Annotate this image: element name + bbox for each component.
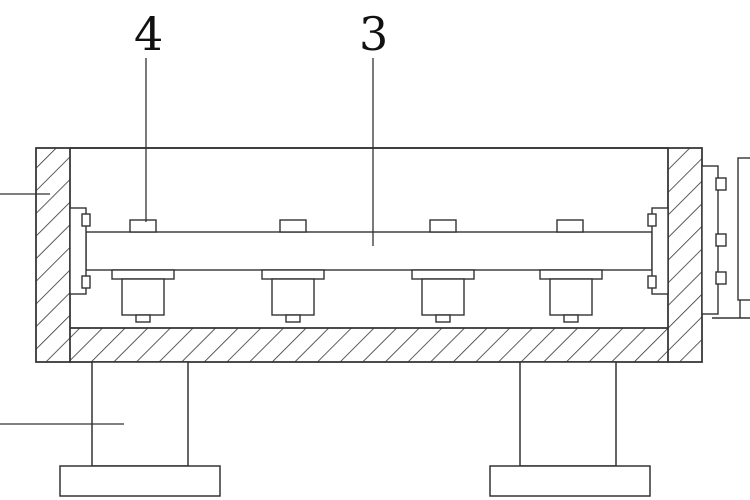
shaft-pin bbox=[129, 219, 157, 233]
shaft-assembly bbox=[69, 207, 669, 295]
bearing-block bbox=[111, 269, 175, 323]
left-leg bbox=[91, 361, 189, 467]
left-flange-bolt-bottom bbox=[81, 275, 91, 289]
left-foot bbox=[59, 465, 221, 497]
support-legs bbox=[59, 361, 651, 497]
bearing-block bbox=[539, 269, 603, 323]
left-flange bbox=[69, 207, 87, 295]
motor-bolt bbox=[715, 177, 727, 191]
shaft-pins bbox=[129, 219, 584, 233]
shaft-pin bbox=[279, 219, 307, 233]
shaft-pin bbox=[429, 219, 457, 233]
part-label-4: 4 bbox=[134, 7, 163, 61]
bearing-blocks bbox=[111, 269, 603, 323]
right-flange bbox=[651, 207, 669, 295]
side-motor bbox=[701, 157, 750, 319]
housing-left-wall bbox=[35, 147, 71, 363]
motor-bolt bbox=[715, 271, 727, 285]
shaft bbox=[85, 231, 653, 271]
bearing-block bbox=[261, 269, 325, 323]
right-flange-bolt-top bbox=[647, 213, 657, 227]
leader-lines bbox=[0, 58, 374, 425]
shaft-pin bbox=[556, 219, 584, 233]
right-leg bbox=[519, 361, 617, 467]
motor-bolt bbox=[715, 233, 727, 247]
housing-right-wall bbox=[667, 147, 703, 363]
housing bbox=[35, 147, 703, 363]
right-flange-bolt-bottom bbox=[647, 275, 657, 289]
motor-body bbox=[737, 157, 750, 301]
left-flange-bolt-top bbox=[81, 213, 91, 227]
bearing-block bbox=[411, 269, 475, 323]
part-label-3: 3 bbox=[359, 7, 388, 61]
housing-bottom-wall bbox=[69, 327, 669, 363]
right-foot bbox=[489, 465, 651, 497]
